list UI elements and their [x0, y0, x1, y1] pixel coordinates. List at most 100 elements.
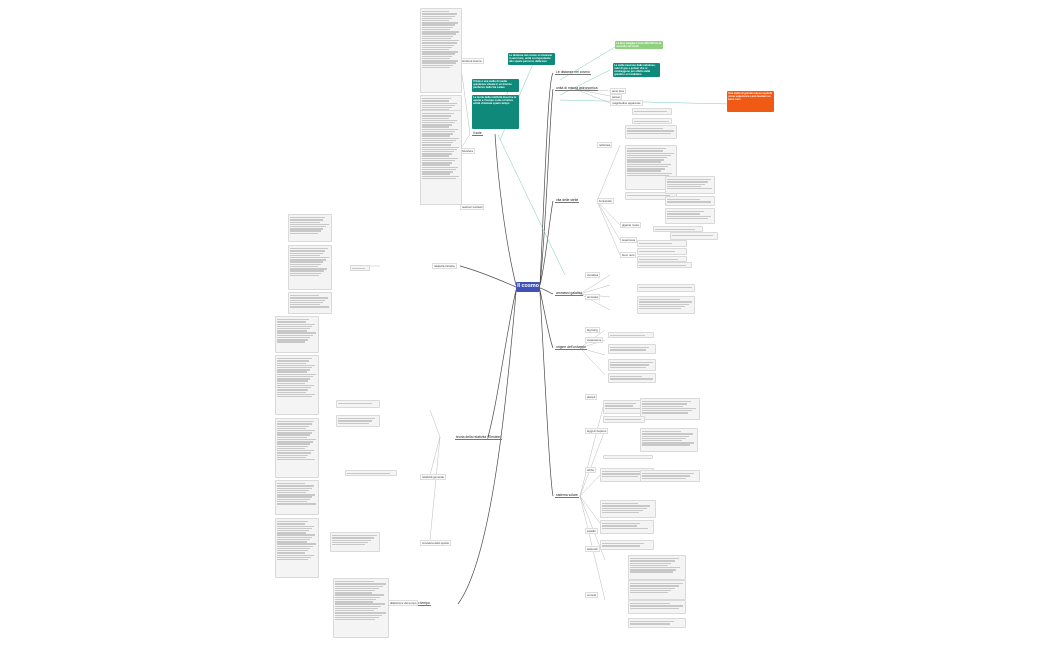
- text-block[interactable]: [637, 296, 695, 314]
- text-block[interactable]: [637, 248, 687, 255]
- branch-unita[interactable]: unità di misura astronomica: [555, 86, 599, 91]
- text-block[interactable]: [603, 416, 645, 423]
- text-block[interactable]: [632, 118, 672, 124]
- text-block[interactable]: [640, 428, 698, 452]
- sub-fotosfera[interactable]: fotosfera: [460, 148, 475, 155]
- text-block[interactable]: [628, 618, 686, 628]
- sub-supernova[interactable]: supernova: [620, 237, 638, 244]
- connector-distanze: [539, 72, 554, 286]
- branch-sole[interactable]: il sole: [472, 131, 483, 136]
- branch-sistema[interactable]: sistema solare: [555, 493, 579, 498]
- sub-reazioni[interactable]: reazioni nucleari: [460, 204, 485, 211]
- text-block[interactable]: [288, 292, 332, 314]
- text-block[interactable]: [336, 415, 380, 427]
- root-node[interactable]: Il cosmo: [516, 282, 540, 292]
- highlight-teal-1[interactable]: Le distanze nel cosmo si misurano in ann…: [508, 53, 555, 65]
- highlight-text: Una stella di grande massa esplode come …: [728, 92, 773, 102]
- highlight-lime[interactable]: La luce viaggia a circa 300 000 km al se…: [615, 41, 663, 49]
- sub-comete[interactable]: comete: [585, 592, 599, 599]
- text-block[interactable]: [628, 580, 686, 600]
- sub-keplero[interactable]: leggi di Keplero: [585, 428, 609, 435]
- sub-buco-nero[interactable]: buco nero: [620, 252, 637, 259]
- text-block[interactable]: [653, 226, 703, 232]
- branch-teoria[interactable]: teoria della relatività (Einstein): [455, 435, 503, 440]
- text-block[interactable]: [288, 214, 332, 242]
- sub-relativita-generale[interactable]: relatività generale: [420, 474, 447, 481]
- sub-espansione[interactable]: espansione: [585, 337, 604, 344]
- text-block[interactable]: [345, 470, 397, 476]
- branch-distanze[interactable]: Le distanze nel cosmo: [555, 70, 591, 75]
- text-block[interactable]: [275, 316, 319, 353]
- text-block[interactable]: [632, 108, 672, 115]
- highlight-text: La luce viaggia a circa 300 000 km al se…: [616, 42, 662, 49]
- text-block[interactable]: [330, 532, 380, 552]
- sub-tempo[interactable]: dilatazione del tempo: [388, 600, 419, 607]
- sub-curvatura[interactable]: curvatura dello spazio: [420, 540, 452, 547]
- highlight-text: Le distanze nel cosmo si misurano in ann…: [509, 54, 553, 64]
- branch-universo[interactable]: origine dell'universo: [555, 345, 587, 350]
- sub-orbite[interactable]: orbite: [585, 467, 596, 474]
- text-block[interactable]: [600, 520, 654, 534]
- branch-galassie[interactable]: ammassi galattici: [555, 291, 584, 296]
- text-block[interactable]: [275, 355, 319, 415]
- sub-pianeti[interactable]: pianeti: [585, 394, 598, 401]
- connector-sole: [494, 133, 517, 286]
- text-block[interactable]: [628, 555, 686, 580]
- text-block[interactable]: [665, 176, 715, 194]
- text-block[interactable]: [275, 518, 319, 578]
- connector-universo: [539, 289, 554, 349]
- text-block[interactable]: [275, 480, 319, 515]
- root-label: Il cosmo: [517, 283, 539, 289]
- sub-relativita-ristretta[interactable]: relatività ristretta: [432, 263, 457, 270]
- sub-anno-luce[interactable]: anno luce: [610, 88, 627, 95]
- sub-luminosita[interactable]: luminosità: [597, 198, 614, 205]
- text-block[interactable]: [336, 400, 380, 408]
- sub-via-lattea[interactable]: via lattea: [585, 272, 601, 279]
- highlight-teal-4[interactable]: La teoria della relatività descrive lo s…: [472, 95, 519, 129]
- connector-sistema: [539, 291, 554, 497]
- text-block[interactable]: [603, 400, 645, 414]
- text-block[interactable]: [665, 208, 715, 224]
- text-block[interactable]: [420, 8, 462, 93]
- text-block[interactable]: [670, 232, 718, 240]
- connector-galassie: [539, 287, 554, 295]
- text-block[interactable]: [625, 125, 677, 139]
- text-block[interactable]: [640, 470, 700, 482]
- text-block[interactable]: [608, 359, 656, 371]
- text-block[interactable]: [640, 398, 700, 420]
- text-block[interactable]: [628, 600, 686, 614]
- sub-big-bang[interactable]: big bang: [585, 327, 600, 334]
- text-block[interactable]: [637, 262, 692, 268]
- text-block[interactable]: [275, 418, 319, 478]
- connector-teoria: [487, 289, 517, 438]
- highlight-teal-2[interactable]: Le stelle nascono dalle nebulose, nubi d…: [613, 63, 660, 77]
- branch-stelle[interactable]: vita delle stelle: [555, 198, 580, 203]
- text-block[interactable]: [608, 332, 654, 338]
- text-block[interactable]: [333, 578, 389, 638]
- text-block[interactable]: [600, 500, 656, 518]
- highlight-orange[interactable]: Una stella di grande massa esplode come …: [727, 91, 774, 112]
- text-block[interactable]: [637, 284, 695, 292]
- text-block[interactable]: [420, 110, 462, 205]
- text-block[interactable]: [288, 245, 332, 290]
- sub-magnitudine[interactable]: magnitudine apparente: [610, 100, 643, 107]
- text-block[interactable]: [637, 240, 687, 247]
- text-block[interactable]: [600, 540, 654, 550]
- sub-ammassi[interactable]: ammassi: [585, 294, 601, 301]
- text-block[interactable]: [603, 455, 653, 460]
- sub-struttura[interactable]: struttura interna: [460, 58, 484, 65]
- sub-nebulosa[interactable]: nebulosa: [597, 142, 613, 149]
- sub-satelliti[interactable]: satelliti: [585, 528, 598, 535]
- highlight-teal-3[interactable]: Il Sole è una stella di media grandezza …: [472, 79, 519, 92]
- text-block[interactable]: [608, 344, 656, 354]
- text-block[interactable]: [665, 196, 715, 206]
- sub-asteroidi[interactable]: asteroidi: [585, 546, 600, 553]
- sub-gigante-rossa[interactable]: gigante rossa: [620, 222, 641, 229]
- sub-parsec[interactable]: parsec: [610, 94, 623, 101]
- highlight-text: Il Sole è una stella di media grandezza …: [473, 80, 512, 90]
- text-block[interactable]: [350, 265, 370, 271]
- text-block[interactable]: [637, 256, 687, 262]
- text-block[interactable]: [608, 373, 656, 383]
